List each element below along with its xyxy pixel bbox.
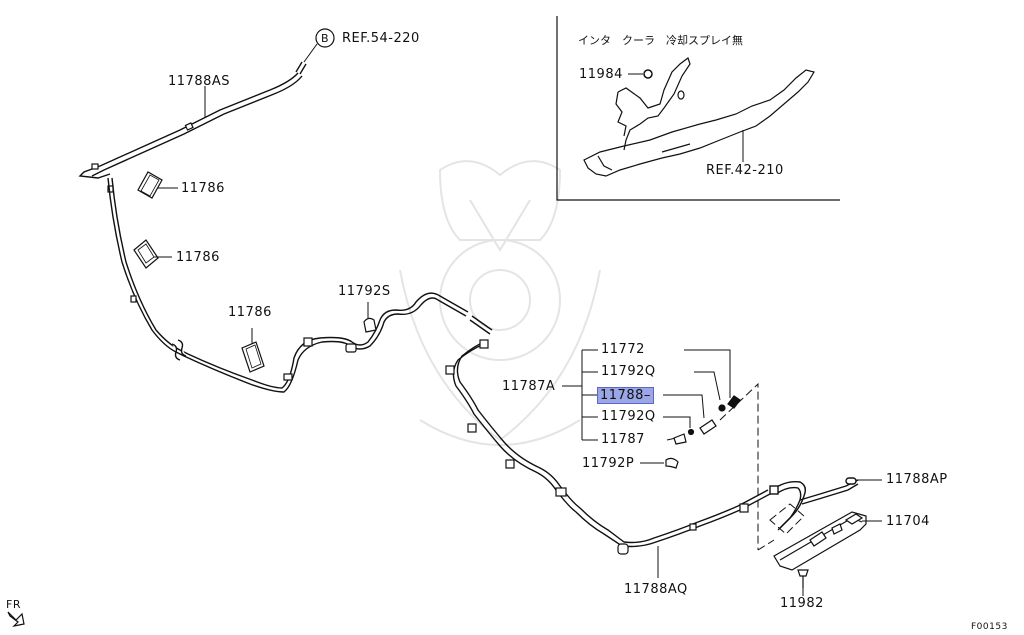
part-11787[interactable] — [673, 433, 687, 445]
hose-11788AP[interactable] — [769, 477, 859, 531]
label-11787[interactable]: 11787 — [601, 432, 645, 447]
label-11704[interactable]: 11704 — [886, 514, 930, 529]
dashed-guide — [719, 382, 805, 551]
clip-main-3 — [303, 337, 313, 347]
break-mark — [171, 339, 187, 361]
label-11772[interactable]: 11772 — [601, 342, 645, 357]
part-11786-pad-1[interactable] — [137, 171, 163, 199]
fr-arrow-icon — [7, 611, 25, 627]
bracket-11787A — [562, 349, 731, 464]
clip-main-4 — [345, 343, 357, 353]
clip-main-1 — [130, 295, 137, 303]
watermark-emblem — [399, 160, 601, 446]
label-11788AP[interactable]: 11788AP — [886, 472, 948, 487]
clip-main-12 — [479, 339, 489, 349]
part-11786-pad-3[interactable] — [241, 341, 265, 373]
label-11788AQ[interactable]: 11788AQ — [624, 582, 688, 597]
label-11792S[interactable]: 11792S — [338, 284, 391, 299]
label-11792Q-a[interactable]: 11792Q — [601, 364, 656, 379]
hose-main[interactable] — [107, 177, 771, 548]
label-ref-54-220[interactable]: REF.54-220 — [342, 31, 420, 46]
clip-main-11 — [739, 503, 749, 513]
clip-main-8 — [555, 487, 567, 497]
part-11772[interactable] — [727, 395, 741, 409]
ref-b-circle-label: B — [321, 32, 330, 45]
part-11982[interactable] — [797, 569, 809, 588]
clip-main-6 — [467, 423, 477, 433]
part-11704[interactable] — [773, 511, 867, 571]
inset-frame — [556, 16, 840, 201]
part-11786-pad-2[interactable] — [133, 239, 159, 269]
clip-upper-1 — [184, 122, 194, 131]
label-11788AS[interactable]: 11788AS — [168, 74, 230, 89]
part-11792Q-b[interactable] — [687, 428, 695, 436]
part-11792S[interactable] — [363, 317, 377, 333]
inset-title: インタ クーラ 冷却スプレイ無 — [578, 34, 743, 47]
figure-id: F00153 — [971, 622, 1008, 632]
hose-11788AS[interactable] — [78, 61, 307, 179]
clip-main-7 — [505, 459, 515, 469]
label-11788-highlighted[interactable]: 11788– — [597, 387, 654, 404]
inset-drawing — [583, 57, 815, 177]
clip-main-10 — [689, 523, 697, 531]
label-ref-42-210[interactable]: REF.42-210 — [706, 163, 784, 178]
label-11792Q-b[interactable]: 11792Q — [601, 409, 656, 424]
clip-main-9 — [617, 543, 629, 555]
leader-ref-b — [303, 43, 318, 63]
label-11786-b[interactable]: 11786 — [176, 250, 220, 265]
label-11982[interactable]: 11982 — [780, 596, 824, 611]
part-11792Q-a[interactable] — [718, 404, 726, 412]
label-11786-c[interactable]: 11786 — [228, 305, 272, 320]
label-11984[interactable]: 11984 — [579, 67, 623, 82]
label-11786-a[interactable]: 11786 — [181, 181, 225, 196]
clip-main-5 — [445, 365, 455, 375]
clip-main-2 — [283, 373, 293, 381]
ref-b-circle — [315, 28, 335, 48]
fr-label: FR — [6, 598, 21, 611]
part-11792P[interactable] — [665, 457, 679, 469]
part-11984[interactable] — [643, 69, 653, 79]
part-11788[interactable] — [699, 419, 717, 435]
label-11792P[interactable]: 11792P — [582, 456, 635, 471]
label-11787A[interactable]: 11787A — [502, 379, 556, 394]
clip-upper-2 — [91, 163, 99, 170]
label-11788-text: 11788 — [600, 388, 644, 403]
